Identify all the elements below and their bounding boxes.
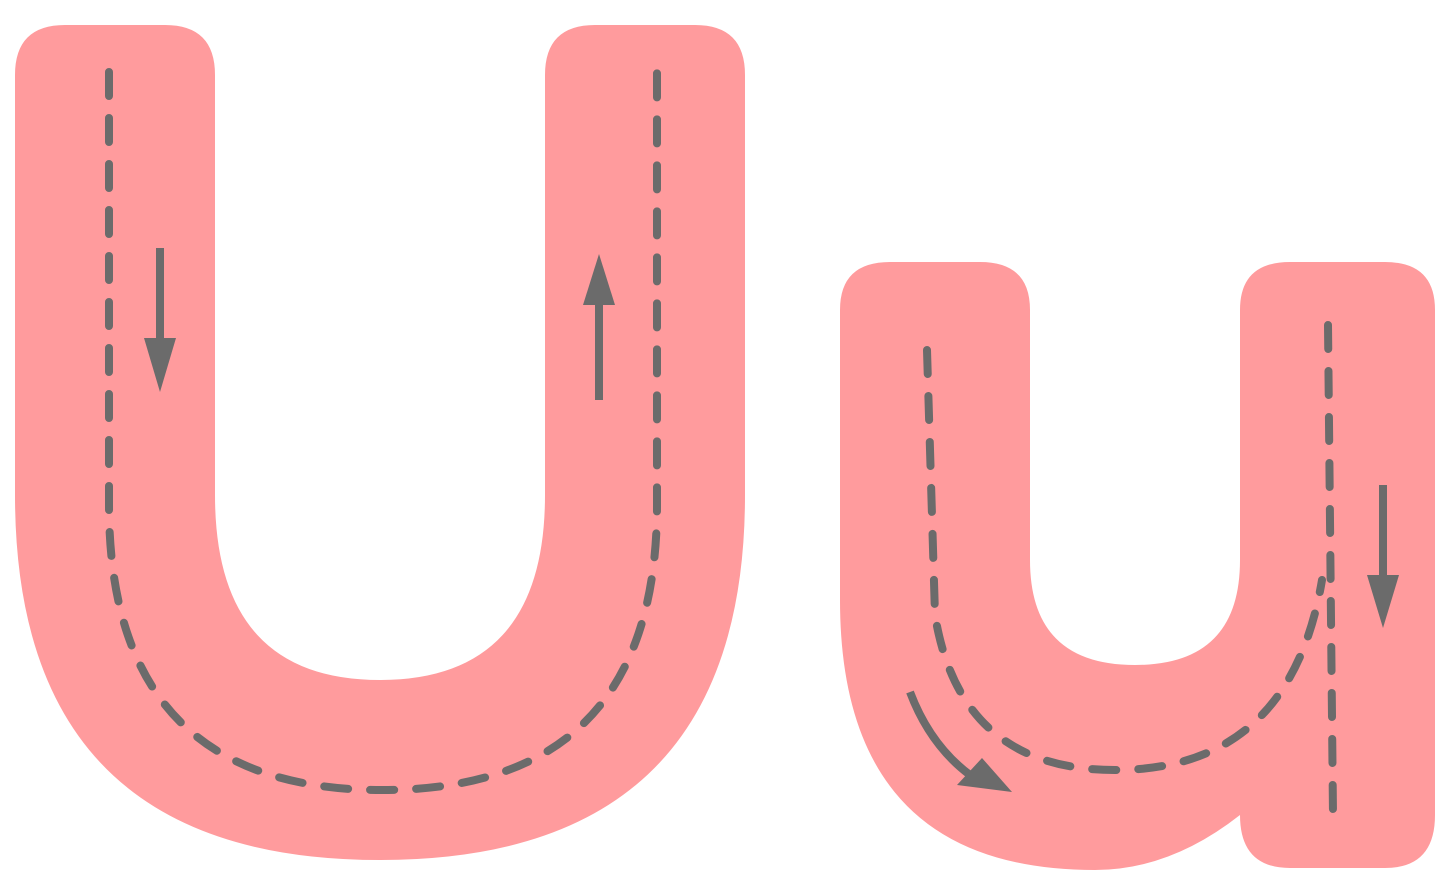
lowercase-u-shape — [840, 262, 1435, 870]
up-arrow-icon — [583, 254, 615, 400]
uppercase-u-shape — [15, 25, 745, 860]
uppercase-u-guide-line — [105, 68, 661, 795]
down-arrow-icon — [144, 248, 176, 392]
curved-arrow-icon — [906, 690, 1012, 792]
lowercase-u-guide-line — [1324, 321, 1337, 819]
uppercase-u-letter — [15, 25, 745, 860]
lowercase-u-letter — [840, 262, 1435, 870]
lowercase-u-guide-curve — [923, 346, 1326, 775]
down-arrow-icon — [1367, 485, 1399, 628]
